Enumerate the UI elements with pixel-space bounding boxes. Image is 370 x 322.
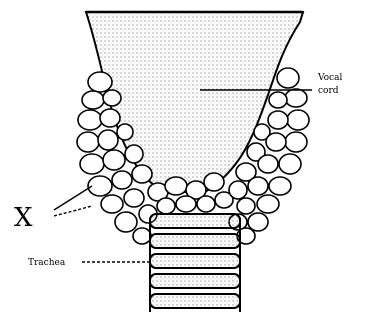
trachea-label: Trachea (28, 258, 66, 268)
trachea (150, 214, 240, 312)
vocal-cord-label-line2: cord (318, 86, 339, 96)
x-pointer-upper (54, 186, 92, 210)
x-marker-label: X (14, 203, 33, 233)
x-pointer-lower (54, 206, 92, 216)
vocal-cord-label-line1: Vocal (317, 73, 342, 83)
